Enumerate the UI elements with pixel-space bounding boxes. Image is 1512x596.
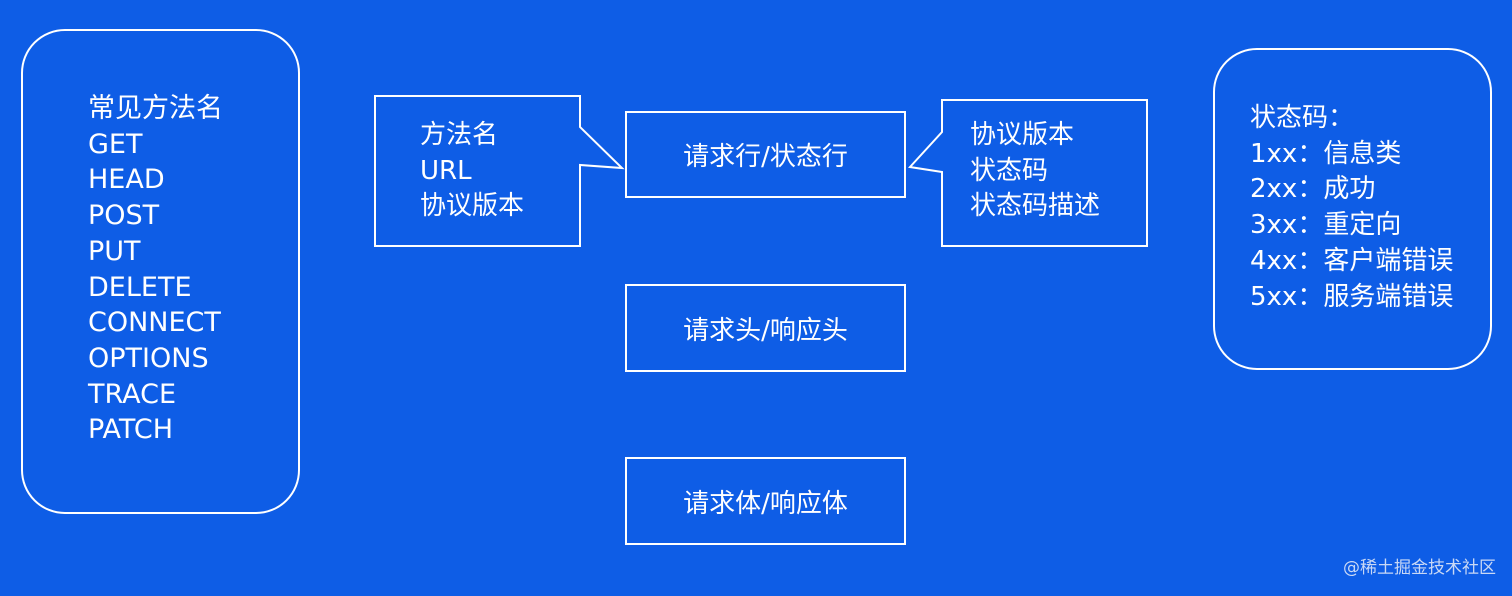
method-delete: DELETE	[88, 271, 192, 303]
methods-title: 常见方法名	[88, 93, 223, 124]
status-5xx: 5xx：服务端错误	[1250, 281, 1454, 312]
status-4xx: 4xx：客户端错误	[1250, 245, 1454, 276]
right-callout-item: 协议版本	[970, 120, 1075, 150]
status-list: 状态码： 1xx：信息类 2xx：成功 3xx：重定向 4xx：客户端错误 5x…	[1250, 101, 1453, 315]
watermark: @稀土掘金技术社区	[1343, 558, 1496, 578]
request-line-box: 请求行/状态行	[625, 111, 906, 198]
status-2xx: 2xx：成功	[1250, 174, 1376, 205]
left-callout-item: 协议版本	[420, 191, 525, 221]
method-head: HEAD	[88, 164, 165, 196]
right-callout-text: 协议版本 状态码 状态码描述	[970, 118, 1100, 225]
request-line-label: 请求行/状态行	[683, 142, 848, 172]
method-get: GET	[88, 128, 143, 160]
status-1xx: 1xx：信息类	[1250, 138, 1402, 169]
methods-panel	[21, 29, 300, 514]
left-callout-item: 方法名	[420, 120, 499, 150]
method-options: OPTIONS	[88, 342, 209, 374]
right-callout-item: 状态码描述	[970, 191, 1101, 221]
method-patch: PATCH	[88, 414, 173, 446]
right-callout-outline	[908, 99, 1148, 247]
method-put: PUT	[88, 235, 141, 267]
right-callout-item: 状态码	[970, 155, 1049, 186]
request-header-label: 请求头/响应头	[683, 315, 848, 346]
left-callout-outline	[374, 95, 625, 247]
left-callout-text: 方法名 URL 协议版本	[420, 118, 524, 225]
status-3xx: 3xx：重定向	[1250, 210, 1402, 241]
methods-list: 常见方法名 GET HEAD POST PUT DELETE CONNECT O…	[88, 91, 223, 448]
request-header-box: 请求头/响应头	[625, 284, 906, 372]
status-panel	[1213, 48, 1492, 370]
method-post: POST	[88, 200, 160, 232]
method-trace: TRACE	[88, 378, 177, 410]
request-body-box: 请求体/响应体	[625, 457, 906, 545]
left-callout-item: URL	[420, 155, 472, 186]
method-connect: CONNECT	[88, 307, 221, 339]
status-title: 状态码：	[1250, 103, 1355, 133]
request-body-label: 请求体/响应体	[683, 488, 848, 519]
